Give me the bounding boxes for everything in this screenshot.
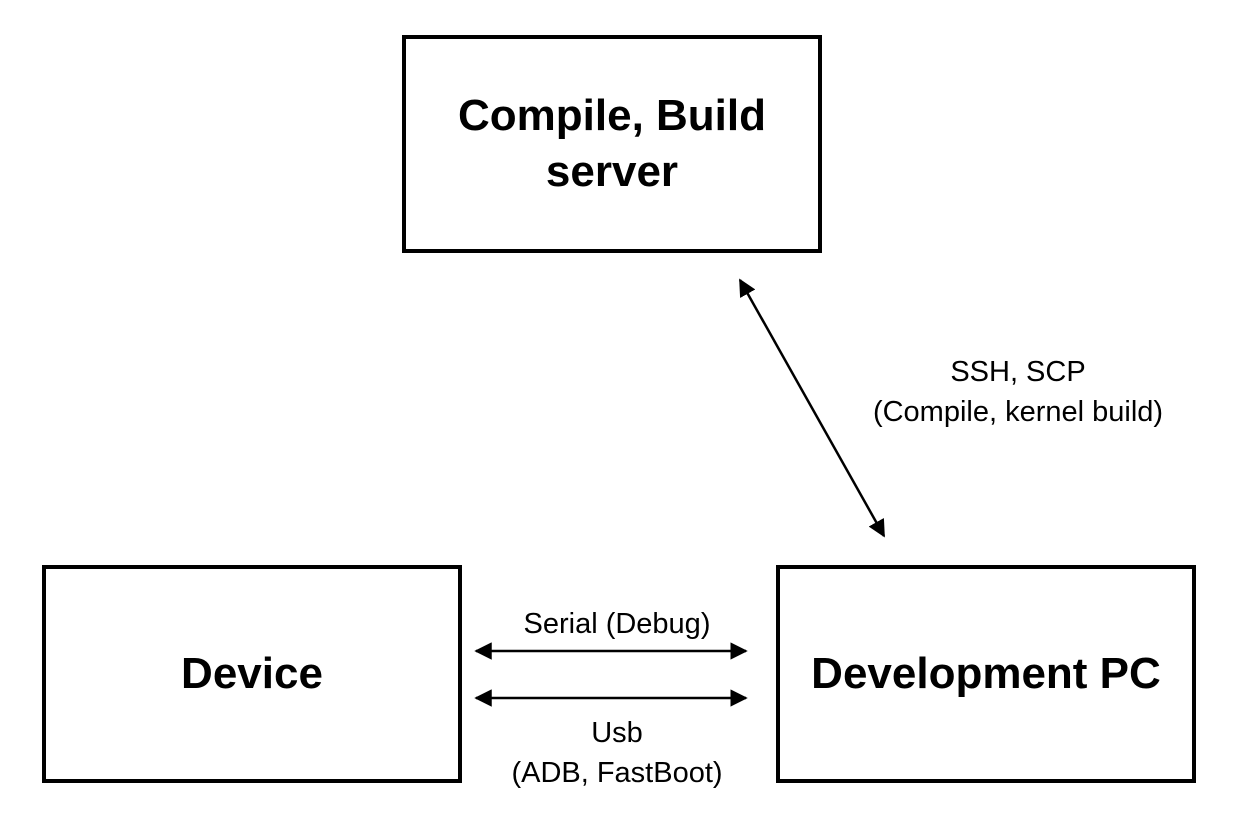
serial-label-text: Serial (Debug) <box>523 608 711 640</box>
ssh-label-line-1: SSH, SCP <box>950 356 1086 388</box>
development-pc-node: Development PC <box>776 565 1196 783</box>
ssh-connection-label: SSH, SCP (Compile, kernel build) <box>838 352 1198 432</box>
device-title: Device <box>181 649 323 698</box>
ssh-label-line-2: (Compile, kernel build) <box>872 396 1164 428</box>
device-node: Device <box>42 565 462 783</box>
usb-label-line-1: Usb <box>591 717 643 749</box>
serial-connection-label: Serial (Debug) <box>462 604 772 644</box>
usb-connection-label: Usb (ADB, FastBoot) <box>462 713 772 793</box>
development-pc-title: Development PC <box>811 649 1161 698</box>
compile-build-server-node: Compile, Build server <box>402 35 822 253</box>
usb-label-line-2: (ADB, FastBoot) <box>511 757 723 789</box>
server-title-line-2: server <box>545 147 679 196</box>
server-title-line-1: Compile, Build <box>458 91 766 140</box>
ssh-connection-arrow <box>738 278 886 538</box>
